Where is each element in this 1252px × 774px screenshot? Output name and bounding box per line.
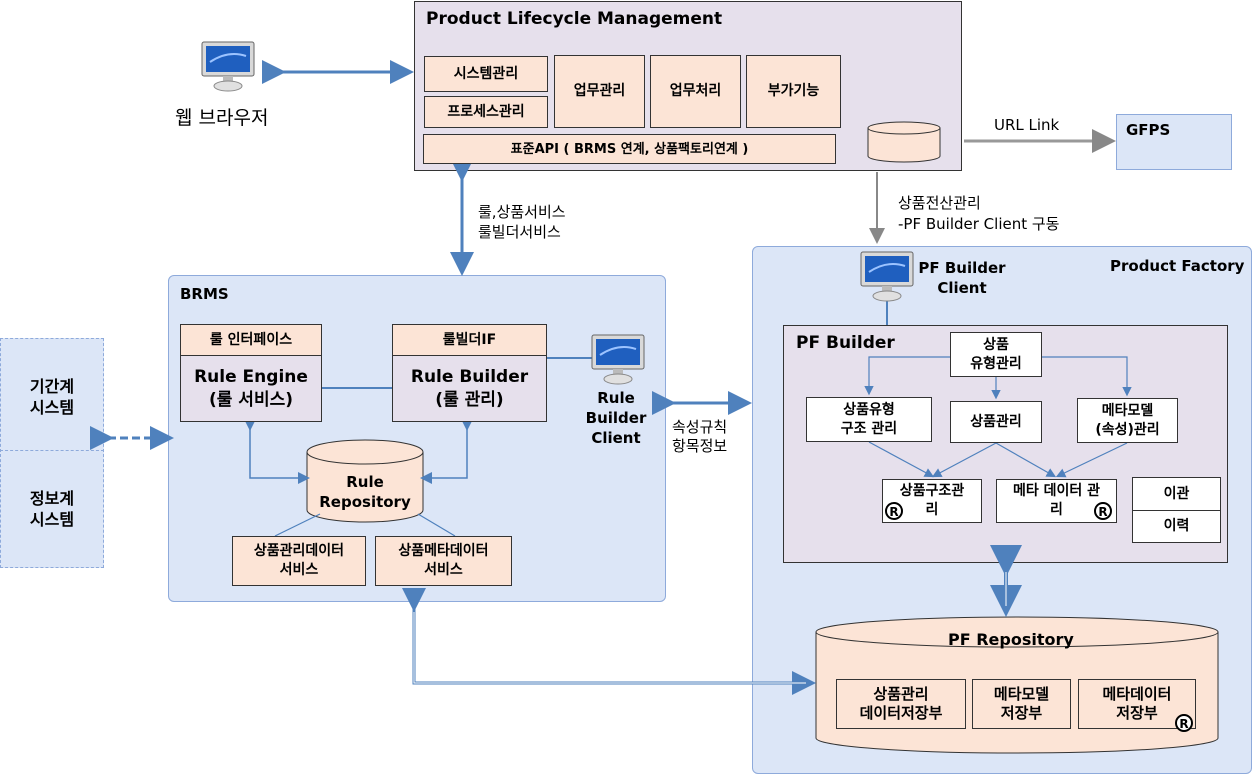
- rule-repository-cylinder: [306, 439, 424, 523]
- pf-builder-client-monitor-icon: [860, 251, 914, 302]
- builder-repo-arrow: [420, 419, 473, 484]
- external-systems-divider: [0, 450, 104, 451]
- pf-builder-title: PF Builder: [796, 333, 895, 353]
- type-to-struct-arrow: [864, 356, 950, 396]
- transfer-box: 이관: [1132, 477, 1221, 511]
- gfps-box: [1116, 114, 1232, 170]
- brms-pf-label: 속성규칙 항목정보: [672, 418, 728, 455]
- registered-mark-repo: R: [1175, 714, 1193, 732]
- pf-title: Product Factory: [1110, 257, 1245, 275]
- rule-engine-box: Rule Engine (룰 서비스): [180, 355, 322, 422]
- plm-pf-label-2: -PF Builder Client 구동: [898, 215, 1060, 233]
- repo-meta-model-box: 메타모델 저장부: [972, 679, 1071, 729]
- brms-pfrepo-arrow: [402, 588, 816, 695]
- registered-mark-meta-data: R: [1094, 502, 1112, 520]
- plm-brms-label-1: 룰,상품서비스: [478, 203, 566, 221]
- process-mgmt-box: 프로세스관리: [424, 96, 548, 128]
- product-data-service-box: 상품관리데이터 서비스: [232, 536, 366, 586]
- product-to-metadata-arrow: [995, 442, 1057, 478]
- gfps-label: GFPS: [1126, 121, 1171, 139]
- url-link-label: URL Link: [994, 116, 1060, 134]
- plm-title: Product Lifecycle Management: [426, 9, 723, 29]
- engine-repo-arrow: [244, 419, 310, 484]
- plm-brms-label-2: 룰빌더서비스: [478, 223, 561, 241]
- system-mgmt-box: 시스템관리: [424, 56, 548, 92]
- pf-builder-client-label: PF Builder Client: [918, 259, 1006, 297]
- web-browser-label: 웹 브라우저: [175, 107, 269, 129]
- type-to-meta-arrow: [1042, 356, 1132, 397]
- extra-func-box: 부가기능: [746, 55, 841, 128]
- std-api-box: 표준API ( BRMS 연계, 상품팩토리연계 ): [423, 134, 836, 164]
- plm-database-cylinder: [867, 121, 941, 163]
- product-to-structmgmt-arrow: [931, 442, 997, 478]
- rule-interface-box: 룰 인터페이스: [180, 324, 322, 356]
- product-meta-service-box: 상품메타데이터 서비스: [375, 536, 512, 586]
- history-box: 이력: [1132, 510, 1221, 543]
- external-system-a: 기간계 시스템: [29, 377, 75, 417]
- type-struct-mgmt-box: 상품유형 구조 관리: [806, 397, 932, 442]
- repo-data-service-link: [274, 513, 321, 537]
- plm-pf-label-1: 상품전산관리: [898, 194, 981, 212]
- rule-repository-label: Rule Repository: [319, 473, 411, 511]
- rule-builder-client-monitor-icon: [591, 334, 645, 385]
- business-mgmt-box: 업무관리: [554, 55, 645, 128]
- rule-builder-client-label: Rule Builder Client: [585, 389, 647, 447]
- business-proc-box: 업무처리: [650, 55, 741, 128]
- registered-mark-struct: R: [885, 502, 903, 520]
- struct-to-structmgmt-arrow: [868, 441, 935, 478]
- pf-repository-title: PF Repository: [948, 630, 1074, 649]
- external-system-b: 정보계 시스템: [29, 489, 75, 529]
- type-mgmt-box: 상품 유형관리: [950, 332, 1042, 377]
- web-browser-monitor-icon: [201, 41, 255, 92]
- brms-title: BRMS: [180, 285, 229, 303]
- meta-to-metadata-arrow: [1055, 442, 1128, 478]
- external-systems-region: [0, 338, 104, 568]
- repo-meta-service-link: [417, 513, 456, 537]
- rule-builder-box: Rule Builder (룰 관리): [392, 355, 547, 422]
- repo-product-data-box: 상품관리 데이터저장부: [836, 679, 966, 729]
- meta-model-mgmt-box: 메타모델 (속성)관리: [1077, 398, 1178, 443]
- rule-builder-if-box: 룰빌더IF: [392, 324, 547, 356]
- product-mgmt-box: 상품관리: [950, 401, 1042, 443]
